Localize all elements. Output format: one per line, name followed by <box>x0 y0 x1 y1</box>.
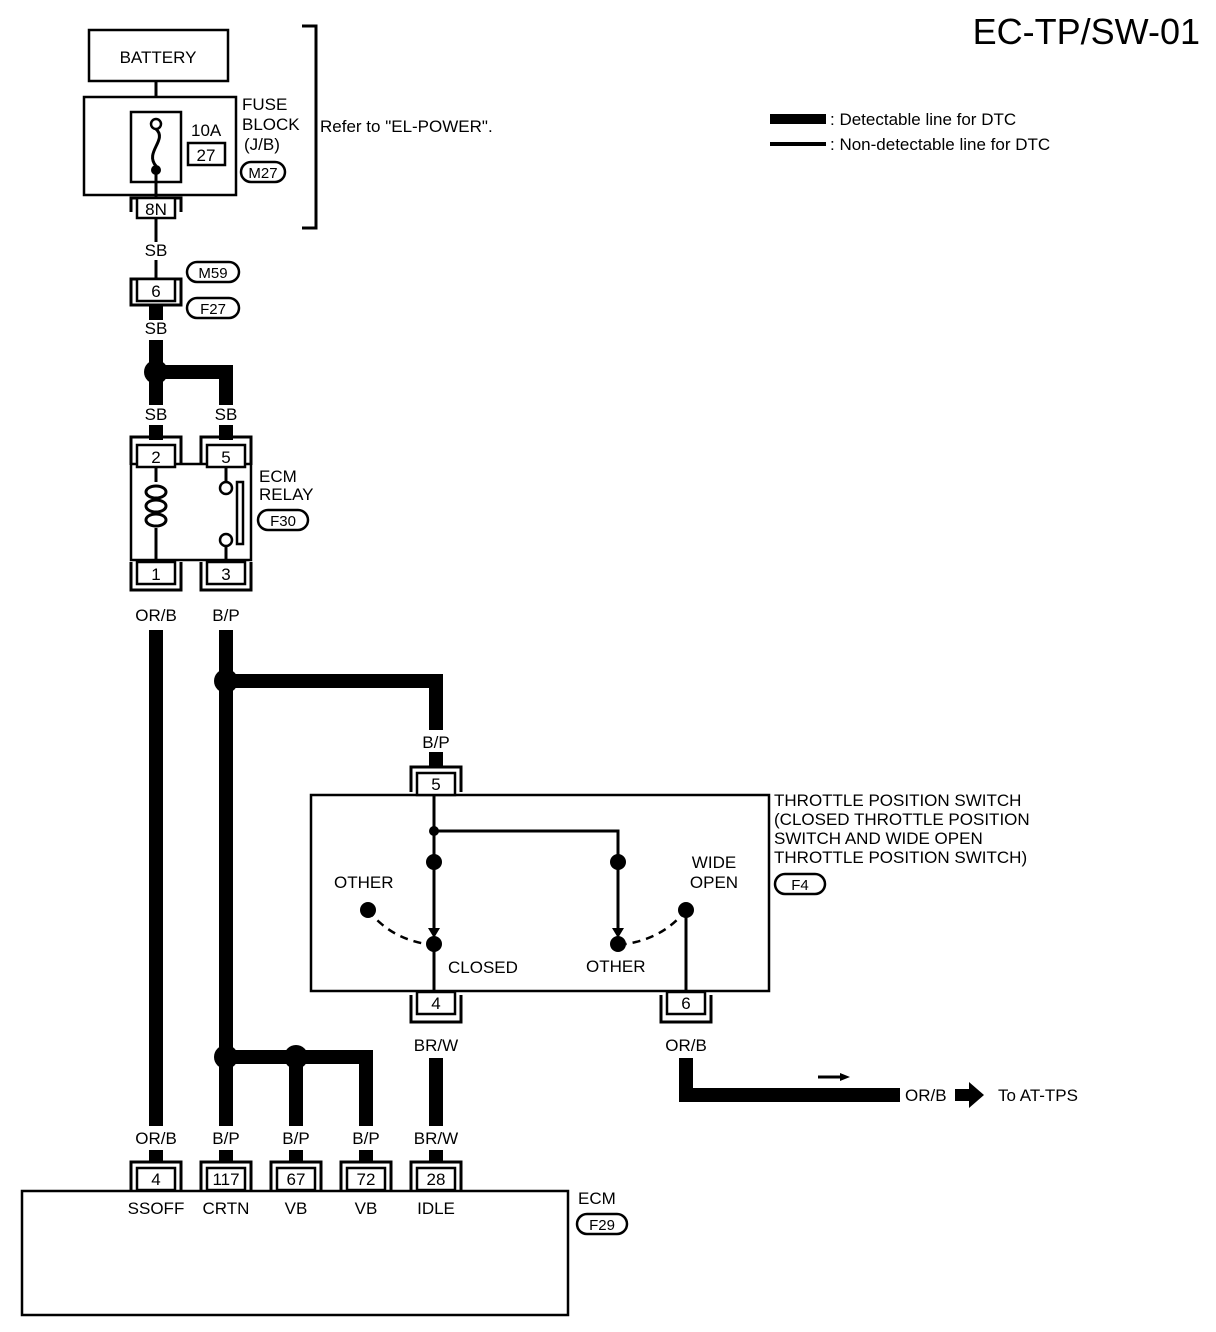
ecm-label: ECM <box>578 1189 616 1208</box>
ecm-terminal-vb-2: VB <box>355 1199 378 1218</box>
legend-thin-swatch <box>770 142 826 146</box>
refer-text: Refer to "EL-POWER". <box>320 117 493 136</box>
ecm-wire-label-1: OR/B <box>135 1129 177 1148</box>
tps-closed: CLOSED <box>448 958 518 977</box>
arrow-right-icon <box>955 1082 984 1108</box>
joint-connector: 6 M59 F27 <box>129 260 241 320</box>
legend-detectable-text: : Detectable line for DTC <box>830 110 1016 129</box>
relay-label-1: ECM <box>259 467 297 486</box>
ecm-terminal-vb-1: VB <box>285 1199 308 1218</box>
ecm-terminal-idle: IDLE <box>417 1199 455 1218</box>
ecm-pin-28: 28 <box>427 1170 446 1189</box>
relay-pin-5: 5 <box>221 448 230 467</box>
wire-label-bp-2: B/P <box>422 733 449 752</box>
ecm-relay: 2 5 1 3 ECM RELAY F30 <box>129 435 314 592</box>
fuse-terminal: 8N <box>145 200 167 219</box>
fuse-block-connector: M27 <box>248 165 277 182</box>
throttle-position-switch: 5 OTHER CLOSED OTHER WIDE OPEN 4 6 THROT… <box>309 765 1030 1024</box>
ecm-terminal-crtn: CRTN <box>203 1199 250 1218</box>
legend-thick-swatch <box>770 114 826 124</box>
tps-label-2: (CLOSED THROTTLE POSITION <box>774 810 1030 829</box>
wire-label-orb-1: OR/B <box>135 606 177 625</box>
relay-pin-2: 2 <box>151 448 160 467</box>
wire-label-bp-1: B/P <box>212 606 239 625</box>
ecm-pin-72: 72 <box>357 1170 376 1189</box>
relay-connector: F30 <box>270 513 296 530</box>
ecm-pin-67: 67 <box>287 1170 306 1189</box>
wire-label-orb-2: OR/B <box>665 1036 707 1055</box>
fuse-block-label-2: BLOCK <box>242 115 300 134</box>
ecm-wire-label-2: B/P <box>212 1129 239 1148</box>
ecm-wire-label-4: B/P <box>352 1129 379 1148</box>
battery: BATTERY <box>87 28 230 83</box>
fuse-number: 27 <box>197 146 216 165</box>
relay-pin-1: 1 <box>151 565 160 584</box>
tps-wide: WIDE <box>692 853 736 872</box>
ecm-wire-label-5: BR/W <box>414 1129 458 1148</box>
wire-label-sb-4: SB <box>215 405 238 424</box>
ecm-terminal-ssoff: SSOFF <box>128 1199 185 1218</box>
legend: : Detectable line for DTC : Non-detectab… <box>770 110 1050 154</box>
battery-label: BATTERY <box>120 48 197 67</box>
relay-label-2: RELAY <box>259 485 314 504</box>
ecm-connector: F29 <box>589 1217 615 1234</box>
tps-other-left: OTHER <box>334 873 394 892</box>
wire-label-sb-2: SB <box>145 319 168 338</box>
ecm-pin-117: 117 <box>212 1170 239 1189</box>
relay-pin-3: 3 <box>221 565 230 584</box>
at-tps-label: To AT-TPS <box>998 1086 1078 1105</box>
tps-other-right: OTHER <box>586 957 646 976</box>
fuse-amp: 10A <box>191 121 222 140</box>
ecm-pin-4: 4 <box>151 1170 160 1189</box>
tps-label-4: THROTTLE POSITION SWITCH) <box>774 848 1027 867</box>
legend-non-detectable-text: : Non-detectable line for DTC <box>830 135 1050 154</box>
tps-pin-6: 6 <box>681 994 690 1013</box>
page-title: EC-TP/SW-01 <box>973 11 1200 52</box>
tps-open: OPEN <box>690 873 738 892</box>
ecm-wire-label-3: B/P <box>282 1129 309 1148</box>
tps-pin-4: 4 <box>431 994 440 1013</box>
ecm: 4 117 67 72 28 SSOFF CRTN VB VB IDLE ECM… <box>20 1160 629 1317</box>
fuse-block-label-1: FUSE <box>242 95 287 114</box>
wire-label-brw-1: BR/W <box>414 1036 458 1055</box>
refer-bracket <box>302 24 318 230</box>
joint-connector-top: M59 <box>198 265 227 282</box>
wire-label-sb-1: SB <box>145 241 168 260</box>
tps-label-1: THROTTLE POSITION SWITCH <box>774 791 1021 810</box>
fuse-block: 10A 27 FUSE BLOCK (J/B) M27 8N <box>82 95 300 220</box>
tps-pin-5: 5 <box>431 775 440 794</box>
tps-label-3: SWITCH AND WIDE OPEN <box>774 829 983 848</box>
tps-connector: F4 <box>791 877 809 894</box>
wire-label-sb-3: SB <box>145 405 168 424</box>
joint-pin: 6 <box>151 282 160 301</box>
joint-connector-bottom: F27 <box>200 301 226 318</box>
wire-label-orb-3: OR/B <box>905 1086 947 1105</box>
fuse-block-label-3: (J/B) <box>244 135 280 154</box>
